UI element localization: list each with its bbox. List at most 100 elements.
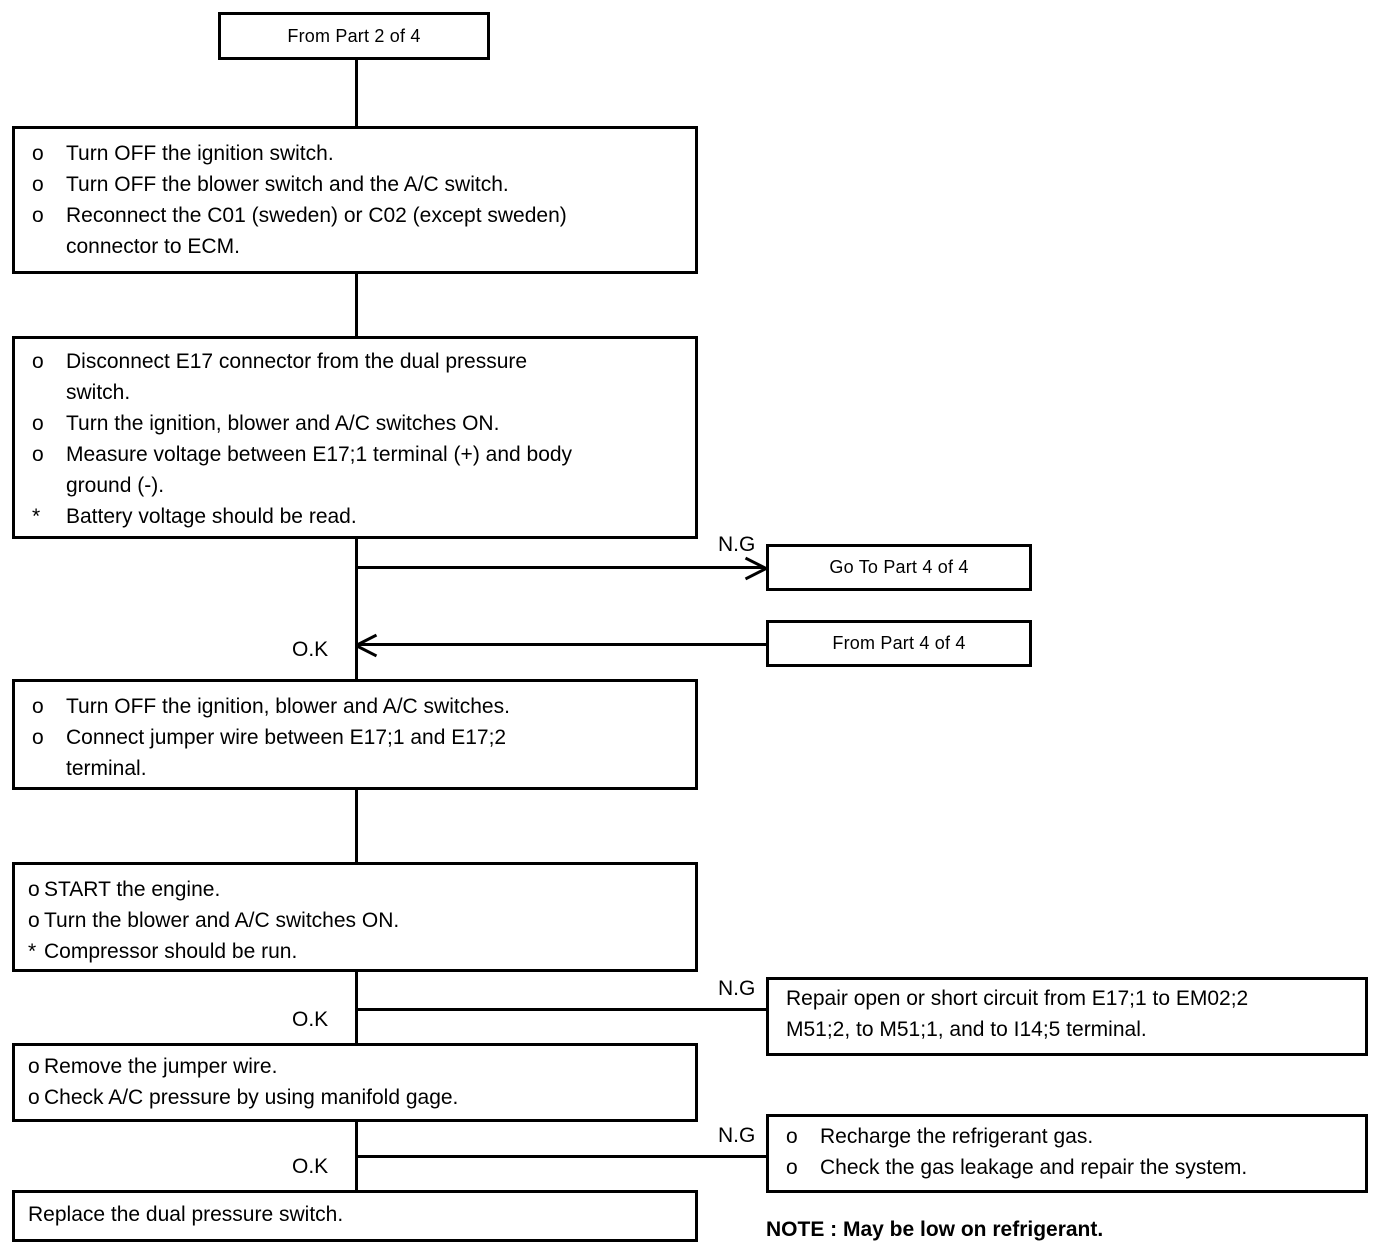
- list-item-continuation: connector to ECM.: [32, 231, 692, 262]
- list-item-text: Check the gas leakage and repair the sys…: [820, 1156, 1248, 1179]
- list-item-text: Check A/C pressure by using manifold gag…: [44, 1086, 459, 1109]
- bullet-marker: o: [786, 1125, 798, 1148]
- bullet-marker: o: [32, 350, 44, 373]
- list-item: o Remove the jumper wire.: [28, 1051, 688, 1082]
- list-item: Repair open or short circuit from E17;1 …: [786, 983, 1366, 1014]
- list-item-text: Measure voltage between E17;1 terminal (…: [66, 443, 573, 466]
- bullet-marker: o: [32, 173, 44, 196]
- list-item-text: Disconnect E17 connector from the dual p…: [66, 350, 528, 373]
- list-item: o Turn the ignition, blower and A/C swit…: [32, 408, 702, 439]
- node-recharge: [766, 1114, 1368, 1193]
- bullet-marker: o: [786, 1156, 798, 1179]
- list-item: o Connect jumper wire between E17;1 and …: [32, 722, 692, 753]
- list-item: * Compressor should be run.: [28, 936, 688, 967]
- list-item-text: switch.: [66, 381, 131, 404]
- node-from-part-2-label: From Part 2 of 4: [287, 25, 421, 46]
- bullet-marker: o: [28, 1055, 40, 1078]
- list-item-text: Turn OFF the blower switch and the A/C s…: [66, 173, 509, 196]
- connector-step4-trunk: [355, 972, 358, 1043]
- list-item: o Turn OFF the ignition switch.: [32, 138, 692, 169]
- list-item-text: M51;2, to M51;1, and to I14;5 terminal.: [786, 1018, 1147, 1041]
- list-item-text: connector to ECM.: [66, 235, 240, 258]
- list-item: o Turn the blower and A/C switches ON.: [28, 905, 688, 936]
- list-item: o Recharge the refrigerant gas.: [786, 1121, 1366, 1152]
- bullet-marker: o: [32, 726, 44, 749]
- bullet-marker: o: [32, 142, 44, 165]
- bullet-marker: o: [32, 443, 44, 466]
- node-step-4-list: o START the engine. o Turn the blower an…: [28, 874, 688, 967]
- connector-step1-to-step2: [355, 274, 358, 336]
- list-item: * Battery voltage should be read.: [32, 501, 702, 532]
- node-step-2: [12, 336, 698, 539]
- bullet-marker: o: [32, 695, 44, 718]
- connector-from-part4-line: [355, 643, 767, 646]
- list-item-continuation: switch.: [32, 377, 702, 408]
- list-item-text: Turn OFF the ignition switch.: [66, 142, 334, 165]
- node-step-1: [12, 126, 698, 274]
- node-step-6: [12, 1190, 698, 1242]
- connector-step2-trunk: [355, 539, 358, 679]
- list-item: M51;2, to M51;1, and to I14;5 terminal.: [786, 1014, 1366, 1045]
- node-step-1-list: o Turn OFF the ignition switch. o Turn O…: [32, 138, 692, 262]
- list-item-text: Reconnect the C01 (sweden) or C02 (excep…: [66, 204, 567, 227]
- connector-frompart2-to-step1: [355, 60, 358, 126]
- node-go-to-part-4-label: Go To Part 4 of 4: [829, 557, 969, 577]
- node-repair-circuit: [766, 977, 1368, 1056]
- node-step-2-list: o Disconnect E17 connector from the dual…: [32, 346, 702, 532]
- node-repair-circuit-list: Repair open or short circuit from E17;1 …: [786, 983, 1366, 1045]
- list-item: o Measure voltage between E17;1 terminal…: [32, 439, 702, 470]
- list-item-text: terminal.: [66, 757, 147, 780]
- node-step-6-list: Replace the dual pressure switch.: [28, 1199, 688, 1230]
- list-item: o START the engine.: [28, 874, 688, 905]
- list-item: Replace the dual pressure switch.: [28, 1199, 688, 1230]
- connector-ng-voltage-line: [355, 566, 763, 569]
- note-text: NOTE : May be low on refrigerant.: [766, 1218, 1104, 1241]
- node-step-3: [12, 679, 698, 790]
- node-from-part-2: From Part 2 of 4: [218, 12, 490, 60]
- branch-label-ok-compressor: O.K: [292, 1008, 329, 1031]
- connector-ng-compressor-line: [355, 1008, 769, 1011]
- bullet-marker: *: [32, 505, 41, 528]
- list-item-text: Turn OFF the ignition, blower and A/C sw…: [66, 695, 510, 718]
- bullet-marker: o: [32, 412, 44, 435]
- bullet-marker: o: [28, 909, 40, 932]
- list-item: o Turn OFF the ignition, blower and A/C …: [32, 691, 692, 722]
- node-recharge-list: o Recharge the refrigerant gas. o Check …: [786, 1121, 1366, 1183]
- list-item: o Turn OFF the blower switch and the A/C…: [32, 169, 692, 200]
- list-item-text: Turn the blower and A/C switches ON.: [44, 909, 400, 932]
- node-step-3-list: o Turn OFF the ignition, blower and A/C …: [32, 691, 692, 784]
- branch-label-ng-voltage: N.G: [718, 533, 756, 556]
- node-from-part-4-label: From Part 4 of 4: [832, 633, 966, 653]
- list-item-text: Replace the dual pressure switch.: [28, 1203, 344, 1226]
- branch-label-ng-pressure: N.G: [718, 1124, 756, 1147]
- branch-label-ok-voltage: O.K: [292, 638, 329, 661]
- branch-label-ok-pressure: O.K: [292, 1155, 329, 1178]
- list-item-text: Repair open or short circuit from E17;1 …: [786, 987, 1249, 1010]
- list-item: o Check the gas leakage and repair the s…: [786, 1152, 1366, 1183]
- connector-step3-to-step4: [355, 790, 358, 862]
- list-item-text: Turn the ignition, blower and A/C switch…: [66, 412, 500, 435]
- node-step-4: [12, 862, 698, 972]
- bullet-marker: o: [28, 878, 40, 901]
- list-item-text: Battery voltage should be read.: [66, 505, 357, 528]
- list-item-text: START the engine.: [44, 878, 221, 901]
- bullet-marker: o: [28, 1086, 40, 1109]
- list-item-text: ground (-).: [66, 474, 165, 497]
- bullet-marker: *: [28, 940, 37, 963]
- node-from-part-4: From Part 4 of 4: [766, 620, 1032, 667]
- list-item-continuation: terminal.: [32, 753, 692, 784]
- list-item-text: Recharge the refrigerant gas.: [820, 1125, 1094, 1148]
- list-item: o Reconnect the C01 (sweden) or C02 (exc…: [32, 200, 692, 231]
- list-item-text: Remove the jumper wire.: [44, 1055, 278, 1078]
- bullet-marker: o: [32, 204, 44, 227]
- branch-label-ng-compressor: N.G: [718, 977, 756, 1000]
- connector-ng-pressure-line: [355, 1155, 769, 1158]
- list-item-text: Compressor should be run.: [44, 940, 298, 963]
- node-go-to-part-4: Go To Part 4 of 4: [766, 544, 1032, 591]
- node-step-5-list: o Remove the jumper wire. o Check A/C pr…: [28, 1051, 688, 1113]
- list-item-continuation: ground (-).: [32, 470, 702, 501]
- list-item: o Disconnect E17 connector from the dual…: [32, 346, 702, 377]
- list-item: o Check A/C pressure by using manifold g…: [28, 1082, 688, 1113]
- node-step-5: [12, 1043, 698, 1122]
